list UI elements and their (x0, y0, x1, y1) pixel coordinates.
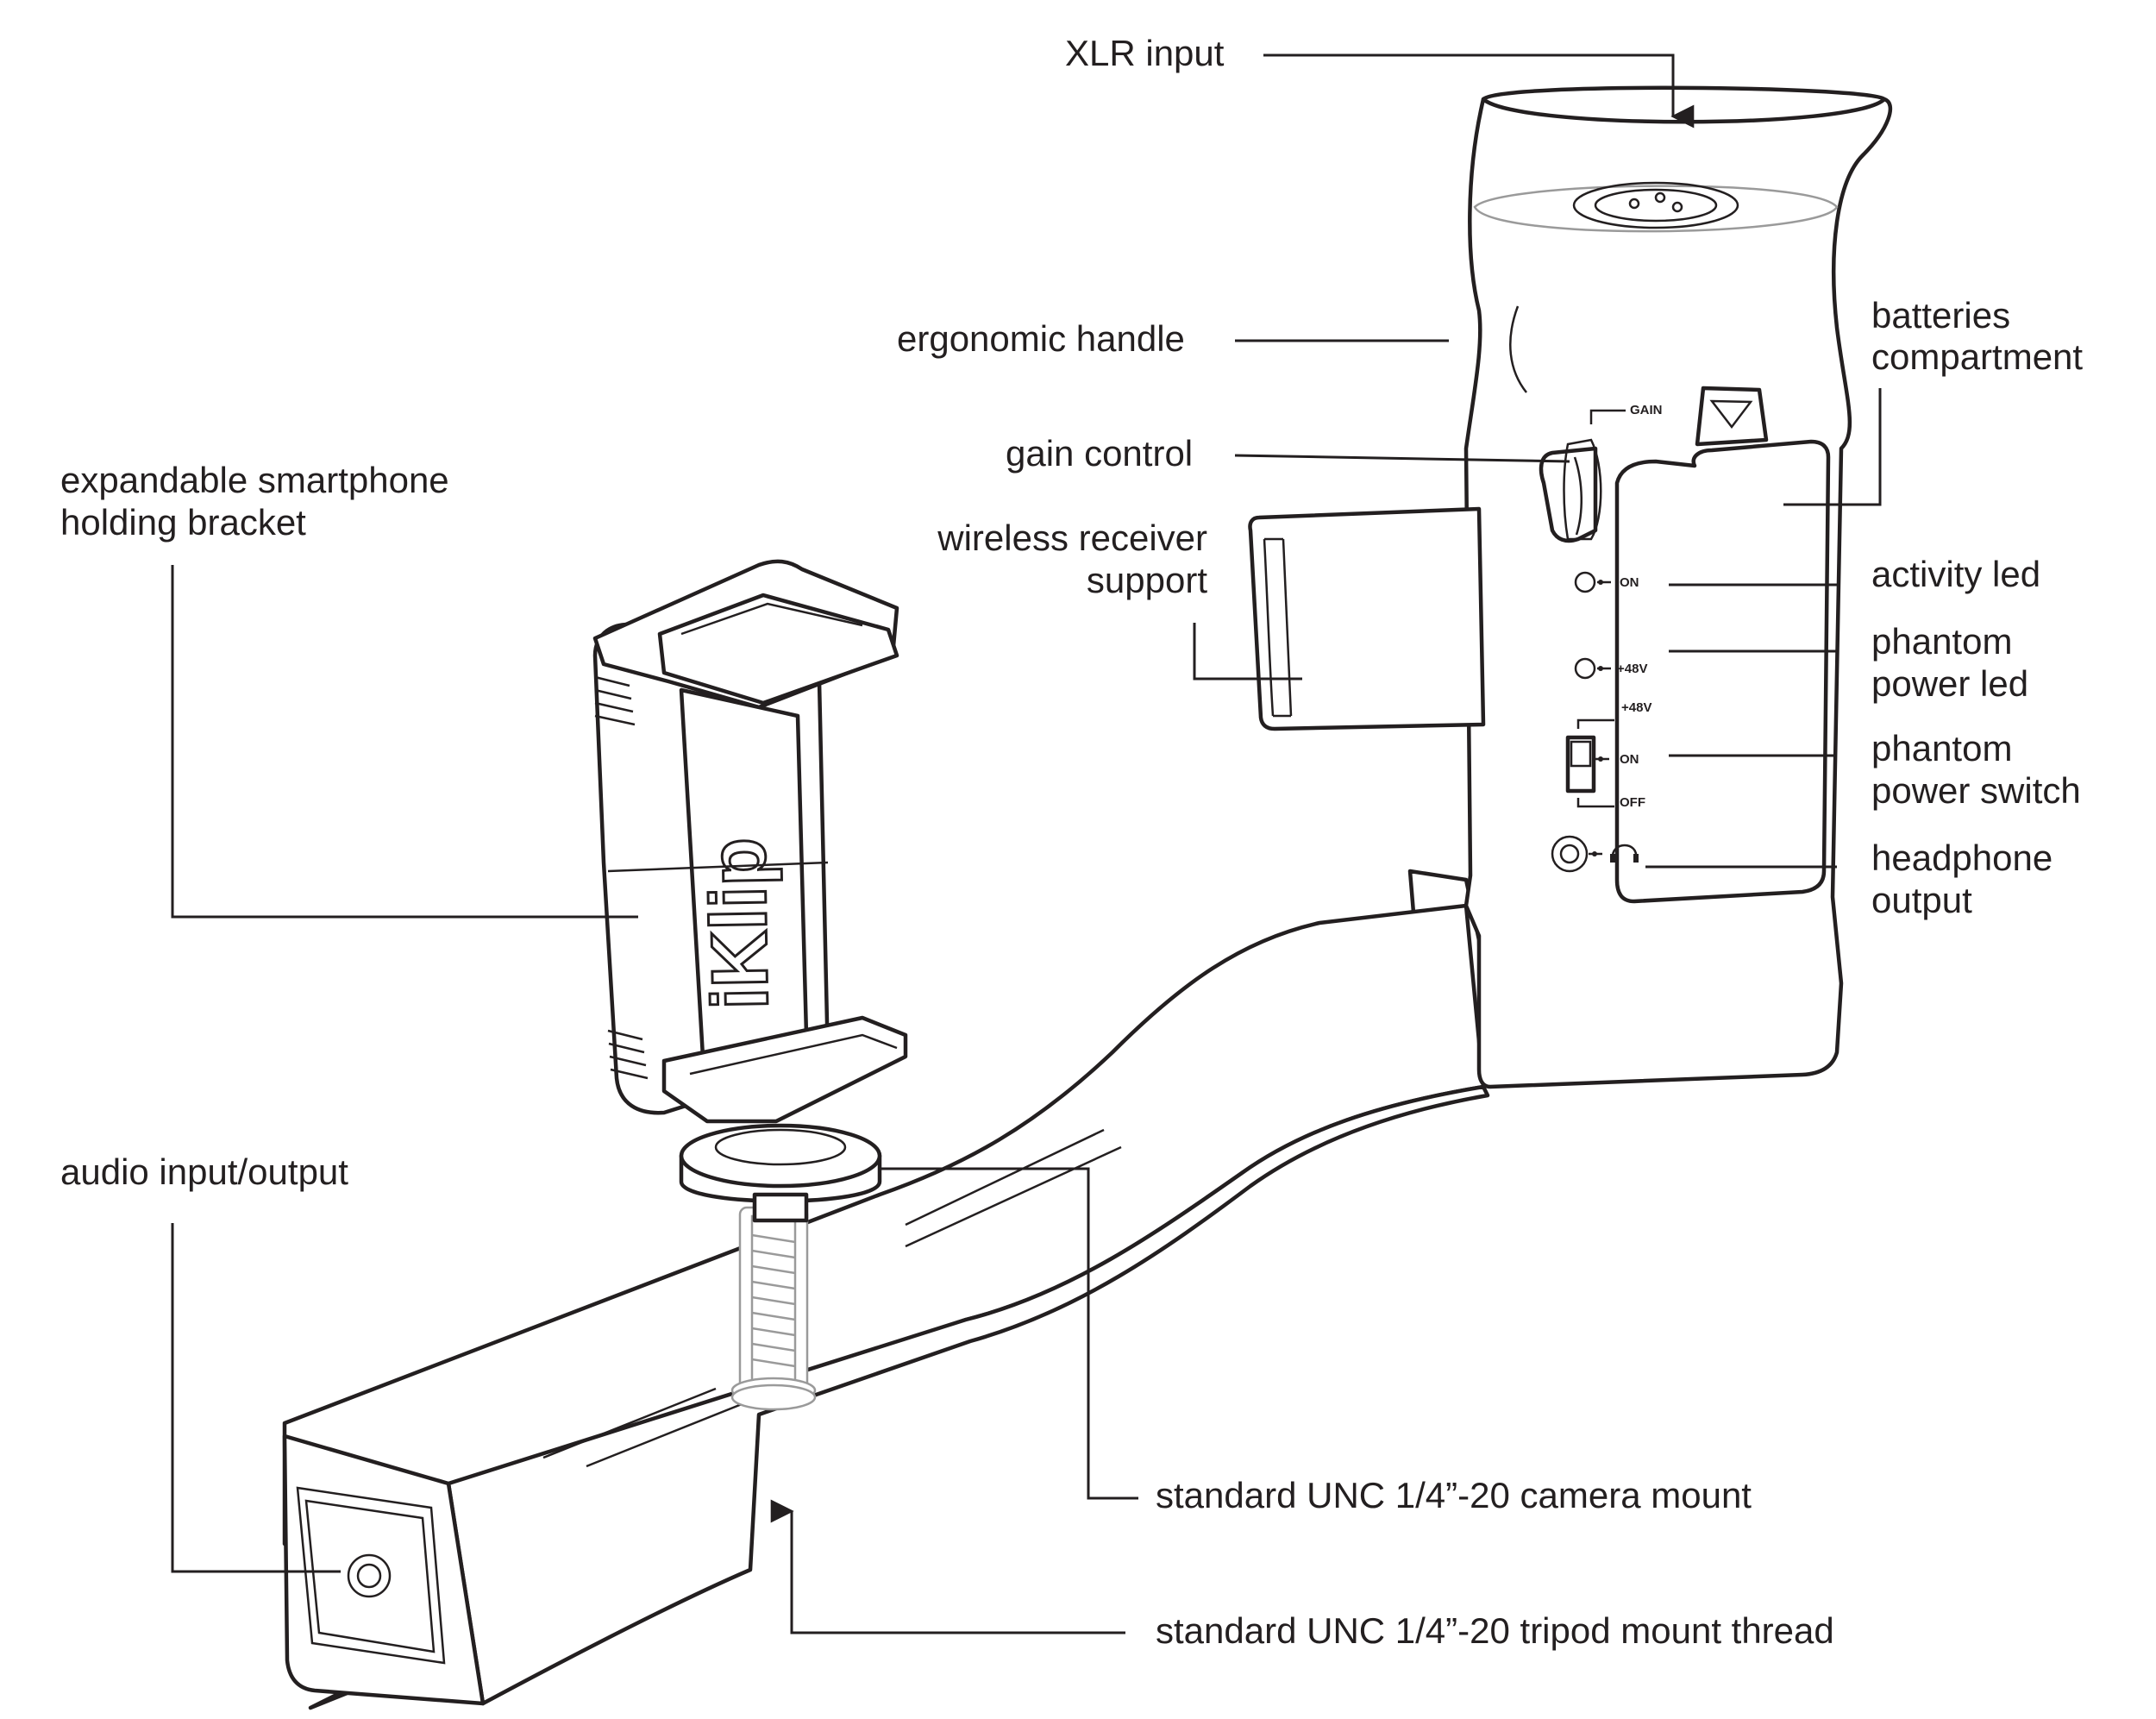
audio-port-outer (347, 1553, 392, 1598)
phantom-power-switch (1565, 718, 1614, 808)
bracket-leader (171, 565, 638, 919)
gain-label: GAIN (1630, 403, 1663, 417)
label-ergonomic-handle: ergonomic handle (897, 318, 1185, 359)
headphone-jack-outer (1551, 835, 1589, 873)
audio-port-frame (296, 1486, 446, 1665)
label-phantom-led-2: power led (1871, 663, 2028, 704)
label-wireless-1: wireless receiver (937, 518, 1207, 558)
audio-io-leader (171, 1223, 341, 1573)
gain-leader (1234, 454, 1570, 463)
audio-port-frame-inner (304, 1499, 436, 1653)
bar-top-face (282, 903, 1486, 1546)
label-batteries-2: compartment (1871, 336, 2083, 377)
callout-labels: XLR input ergonomic handle batteries com… (60, 33, 2083, 1651)
camera-mount-leader (880, 1167, 1138, 1500)
p48-label: +48V (1617, 662, 1647, 676)
xlr-leader (1263, 53, 1695, 129)
label-phantom-switch-1: phantom (1871, 728, 2012, 769)
activity-led (1574, 571, 1596, 593)
label-headphone-2: output (1871, 880, 1972, 920)
label-phantom-switch-2: power switch (1871, 770, 2081, 811)
label-bracket-2: holding bracket (60, 502, 306, 543)
switch-48-label: +48V (1621, 700, 1651, 715)
tripod-screw-ghost (730, 1206, 817, 1411)
device-illustration: iKlip (282, 85, 1893, 1710)
on-label: ON (1620, 575, 1639, 590)
label-wireless-2: support (1087, 560, 1207, 600)
label-tripod-mount: standard UNC 1/4”-20 tripod mount thread (1156, 1610, 1834, 1651)
headphone-icon (1610, 844, 1639, 863)
smartphone-bracket: iKlip (592, 559, 908, 1124)
label-audio-io: audio input/output (60, 1151, 348, 1192)
label-activity-led: activity led (1871, 554, 2040, 594)
batteries-leader (1783, 388, 1882, 506)
switch-on-label: ON (1620, 752, 1639, 767)
gain-wheel (1539, 438, 1602, 543)
phantom-power-led (1574, 657, 1596, 680)
handle: GAIN ON +48V +48V ON OFF (1463, 85, 1893, 1089)
bar-side-face (446, 1084, 1490, 1706)
label-bracket-1: expandable smartphone (60, 460, 449, 500)
brand-logo: iKlip (694, 837, 785, 1010)
xlr-connector-icon (1473, 181, 1839, 233)
battery-compartment-door (1614, 439, 1831, 904)
label-gain-control: gain control (1006, 433, 1193, 474)
headphone-jack-inner (1559, 844, 1580, 864)
label-camera-mount: standard UNC 1/4”-20 camera mount (1156, 1475, 1752, 1515)
label-xlr-input: XLR input (1065, 33, 1225, 73)
wireless-leader (1193, 623, 1302, 681)
camera-mount-knob (679, 1123, 882, 1223)
leader-lines (171, 53, 1882, 1634)
label-phantom-led-1: phantom (1871, 621, 2012, 662)
tripod-leader (770, 1499, 1125, 1634)
label-batteries-1: batteries (1871, 295, 2010, 336)
switch-off-label: OFF (1620, 795, 1645, 810)
wireless-receiver-support (1248, 506, 1486, 731)
audio-port-inner (356, 1563, 382, 1589)
label-headphone-1: headphone (1871, 838, 2053, 878)
